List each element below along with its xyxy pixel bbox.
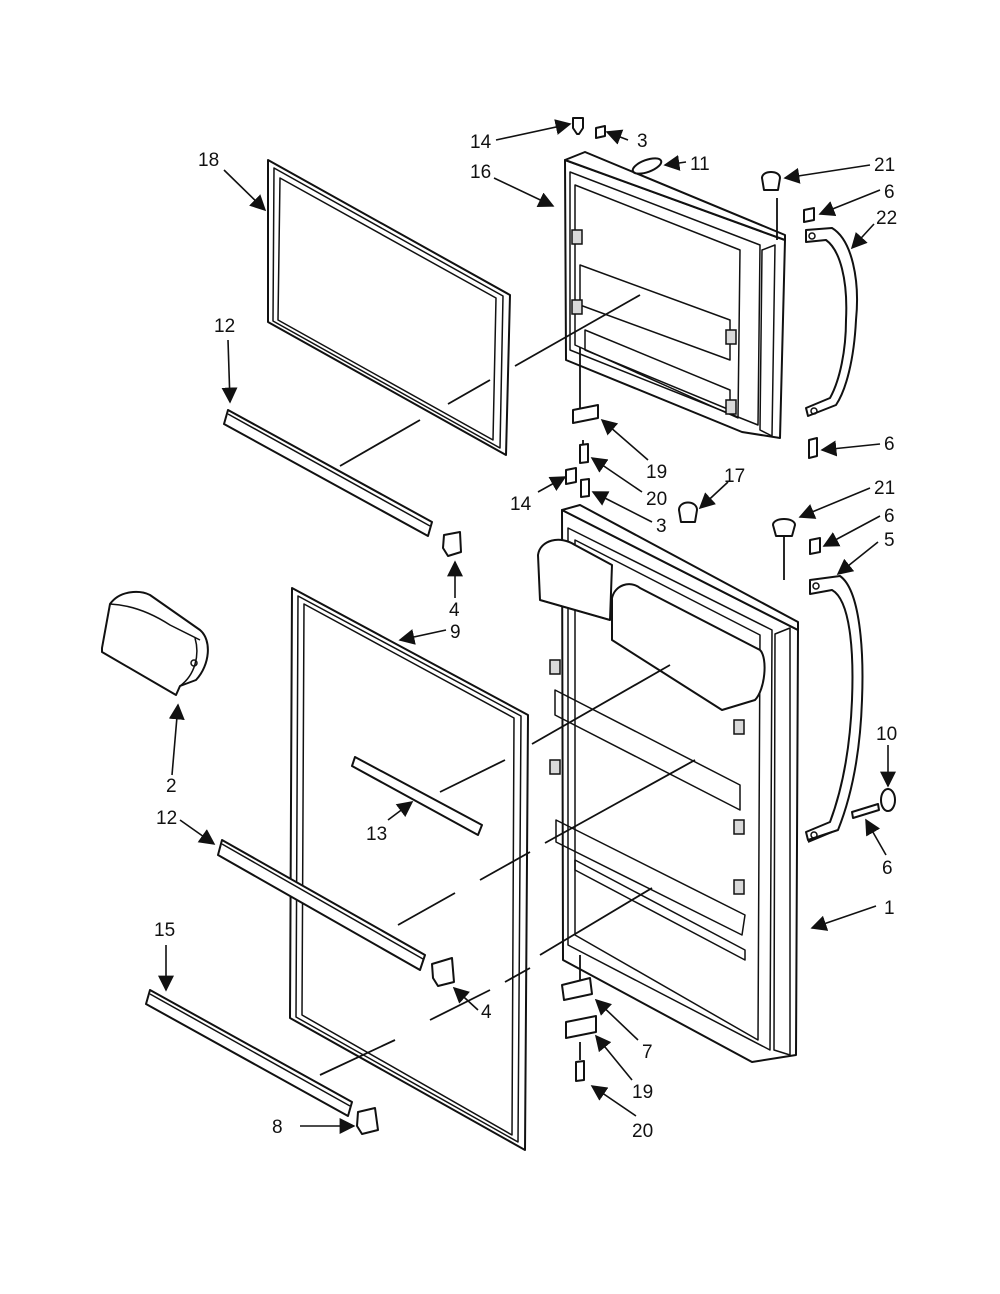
freezer-door-gasket — [267, 159, 511, 456]
callout-6: 6 — [884, 434, 895, 455]
callout-6: 6 — [884, 506, 895, 527]
callout-10: 10 — [876, 724, 897, 745]
callout-12: 12 — [214, 316, 235, 337]
dairy-door-cover — [101, 590, 209, 696]
callout-6: 6 — [884, 182, 895, 203]
freezer-door-handle — [805, 227, 858, 417]
callout-20: 20 — [646, 489, 667, 510]
callout-22: 22 — [876, 208, 897, 229]
callout-5: 5 — [884, 530, 895, 551]
callout-12: 12 — [156, 808, 177, 829]
callout-7: 7 — [642, 1042, 653, 1063]
bottom-breaker-strip — [217, 839, 455, 987]
callout-6: 6 — [882, 858, 893, 879]
callout-18: 18 — [198, 150, 219, 171]
callout-2: 2 — [166, 776, 177, 797]
callout-3: 3 — [637, 131, 648, 152]
callout-8: 8 — [272, 1117, 283, 1138]
callout-9: 9 — [450, 622, 461, 643]
door-center-strip — [351, 756, 483, 836]
callout-16: 16 — [470, 162, 491, 183]
lower-hinge-parts — [561, 977, 597, 1082]
callout-11: 11 — [690, 154, 710, 175]
door-bottom-trim — [145, 989, 379, 1135]
callout-21: 21 — [874, 478, 895, 499]
callout-labels: 14 3 11 16 18 21 6 22 12 6 19 17 20 14 2… — [154, 131, 897, 1142]
callout-14: 14 — [510, 494, 532, 515]
leader-arrows — [158, 119, 896, 1134]
fresh-food-door-handle — [805, 575, 864, 841]
callout-3: 3 — [656, 516, 667, 537]
handle-screw-cover — [851, 788, 896, 819]
callout-14: 14 — [470, 132, 492, 153]
callout-20: 20 — [632, 1121, 653, 1142]
assembly-lines — [319, 198, 833, 1076]
freezer-fasteners — [565, 117, 821, 555]
callout-17: 17 — [724, 466, 745, 487]
top-breaker-strip — [223, 409, 462, 557]
callout-21: 21 — [874, 155, 895, 176]
callout-19: 19 — [646, 462, 667, 483]
fresh-food-door-gasket — [289, 587, 529, 1151]
callout-1: 1 — [884, 898, 895, 919]
callout-15: 15 — [154, 920, 175, 941]
callout-4: 4 — [449, 600, 460, 621]
callout-13: 13 — [366, 824, 387, 845]
callout-19: 19 — [632, 1082, 653, 1103]
callout-4: 4 — [481, 1002, 492, 1023]
fresh-food-door — [537, 504, 799, 1063]
freezer-door — [564, 151, 786, 439]
